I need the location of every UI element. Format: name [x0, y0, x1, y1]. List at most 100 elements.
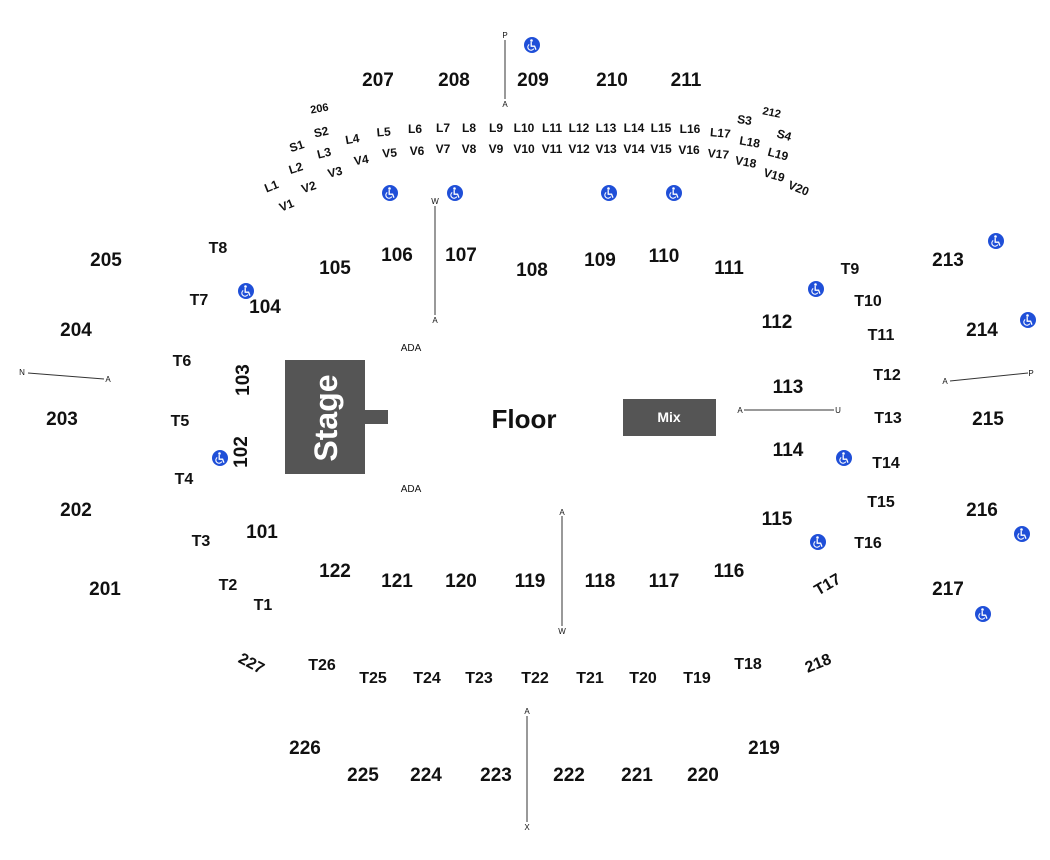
section-204[interactable]: 204: [60, 320, 92, 341]
section-226[interactable]: 226: [289, 738, 321, 759]
section-t7[interactable]: T7: [190, 292, 209, 309]
section-t26[interactable]: T26: [308, 657, 336, 674]
section-l11[interactable]: L11: [542, 121, 562, 135]
section-t3[interactable]: T3: [192, 533, 211, 550]
section-107[interactable]: 107: [445, 245, 477, 266]
section-225[interactable]: 225: [347, 765, 379, 786]
section-202[interactable]: 202: [60, 500, 92, 521]
section-l16[interactable]: L16: [680, 122, 701, 136]
section-206[interactable]: 206: [309, 102, 329, 117]
section-112[interactable]: 112: [762, 312, 793, 333]
section-t15[interactable]: T15: [867, 494, 895, 511]
section-l17[interactable]: L17: [709, 125, 731, 141]
section-t5[interactable]: T5: [171, 413, 190, 430]
section-v9[interactable]: V9: [489, 142, 504, 156]
section-t12[interactable]: T12: [873, 367, 901, 384]
section-117[interactable]: 117: [649, 571, 680, 592]
section-212[interactable]: 212: [761, 105, 781, 121]
section-109[interactable]: 109: [584, 250, 616, 271]
section-103[interactable]: 103: [233, 364, 254, 396]
section-l3[interactable]: L3: [316, 145, 333, 162]
section-119[interactable]: 119: [515, 571, 546, 592]
section-205[interactable]: 205: [90, 250, 122, 271]
section-203[interactable]: 203: [46, 409, 78, 430]
floor-label[interactable]: Floor: [492, 404, 557, 434]
section-t10[interactable]: T10: [854, 293, 882, 310]
section-l2[interactable]: L2: [287, 159, 305, 177]
section-201[interactable]: 201: [89, 579, 121, 600]
section-s1[interactable]: S1: [288, 137, 307, 155]
section-215[interactable]: 215: [972, 409, 1004, 430]
section-l18[interactable]: L18: [738, 133, 761, 150]
section-v13[interactable]: V13: [595, 142, 617, 156]
section-227[interactable]: 227: [235, 650, 267, 678]
section-220[interactable]: 220: [687, 765, 719, 786]
section-214[interactable]: 214: [966, 320, 998, 341]
section-t25[interactable]: T25: [359, 670, 387, 687]
section-s3[interactable]: S3: [736, 112, 753, 128]
section-l5[interactable]: L5: [376, 124, 391, 139]
section-l6[interactable]: L6: [408, 122, 422, 136]
section-213[interactable]: 213: [932, 250, 964, 271]
section-t14[interactable]: T14: [872, 455, 900, 472]
section-l12[interactable]: L12: [569, 121, 590, 135]
section-222[interactable]: 222: [553, 765, 585, 786]
section-t9[interactable]: T9: [841, 261, 860, 278]
section-t11[interactable]: T11: [868, 327, 895, 344]
section-l13[interactable]: L13: [596, 121, 617, 135]
section-s4[interactable]: S4: [775, 126, 793, 144]
stage[interactable]: [285, 360, 365, 474]
section-v1[interactable]: V1: [277, 196, 296, 215]
section-l7[interactable]: L7: [436, 121, 450, 135]
section-l8[interactable]: L8: [462, 121, 476, 135]
section-t4[interactable]: T4: [175, 471, 194, 488]
section-v14[interactable]: V14: [623, 142, 645, 156]
section-t19[interactable]: T19: [683, 670, 711, 687]
section-224[interactable]: 224: [410, 765, 442, 786]
section-v8[interactable]: V8: [462, 142, 477, 156]
section-t18[interactable]: T18: [734, 656, 762, 673]
section-210[interactable]: 210: [596, 70, 628, 91]
section-120[interactable]: 120: [445, 571, 477, 592]
section-v3[interactable]: V3: [326, 163, 344, 180]
section-v17[interactable]: V17: [707, 146, 730, 162]
section-104[interactable]: 104: [249, 297, 281, 318]
section-t21[interactable]: T21: [576, 670, 604, 687]
section-111[interactable]: 111: [714, 258, 744, 279]
section-t24[interactable]: T24: [413, 670, 441, 687]
section-l10[interactable]: L10: [514, 121, 535, 135]
section-l15[interactable]: L15: [651, 121, 672, 135]
section-v6[interactable]: V6: [410, 144, 425, 158]
section-t2[interactable]: T2: [219, 577, 238, 594]
section-t1[interactable]: T1: [254, 597, 273, 614]
section-v20[interactable]: V20: [786, 178, 811, 199]
section-122[interactable]: 122: [319, 561, 351, 582]
section-v16[interactable]: V16: [678, 143, 700, 157]
section-211[interactable]: 211: [671, 70, 702, 91]
section-101[interactable]: 101: [246, 522, 278, 543]
section-t6[interactable]: T6: [173, 353, 192, 370]
section-v11[interactable]: V11: [542, 142, 563, 156]
section-v2[interactable]: V2: [300, 178, 319, 196]
section-116[interactable]: 116: [714, 561, 745, 582]
section-l19[interactable]: L19: [766, 145, 790, 164]
section-106[interactable]: 106: [381, 245, 413, 266]
section-102[interactable]: 102: [231, 436, 252, 468]
section-l14[interactable]: L14: [624, 121, 645, 135]
section-l9[interactable]: L9: [489, 121, 503, 135]
section-108[interactable]: 108: [516, 260, 548, 281]
section-v7[interactable]: V7: [436, 142, 451, 156]
section-115[interactable]: 115: [762, 509, 793, 530]
section-113[interactable]: 113: [773, 377, 804, 398]
section-217[interactable]: 217: [932, 579, 964, 600]
section-v12[interactable]: V12: [568, 142, 590, 156]
section-t20[interactable]: T20: [629, 670, 657, 687]
section-t17[interactable]: T17: [812, 571, 844, 600]
section-216[interactable]: 216: [966, 500, 998, 521]
section-t16[interactable]: T16: [854, 535, 882, 552]
section-v18[interactable]: V18: [734, 153, 758, 171]
section-221[interactable]: 221: [621, 765, 653, 786]
section-207[interactable]: 207: [362, 70, 394, 91]
section-t13[interactable]: T13: [874, 410, 902, 427]
section-v4[interactable]: V4: [353, 152, 370, 168]
